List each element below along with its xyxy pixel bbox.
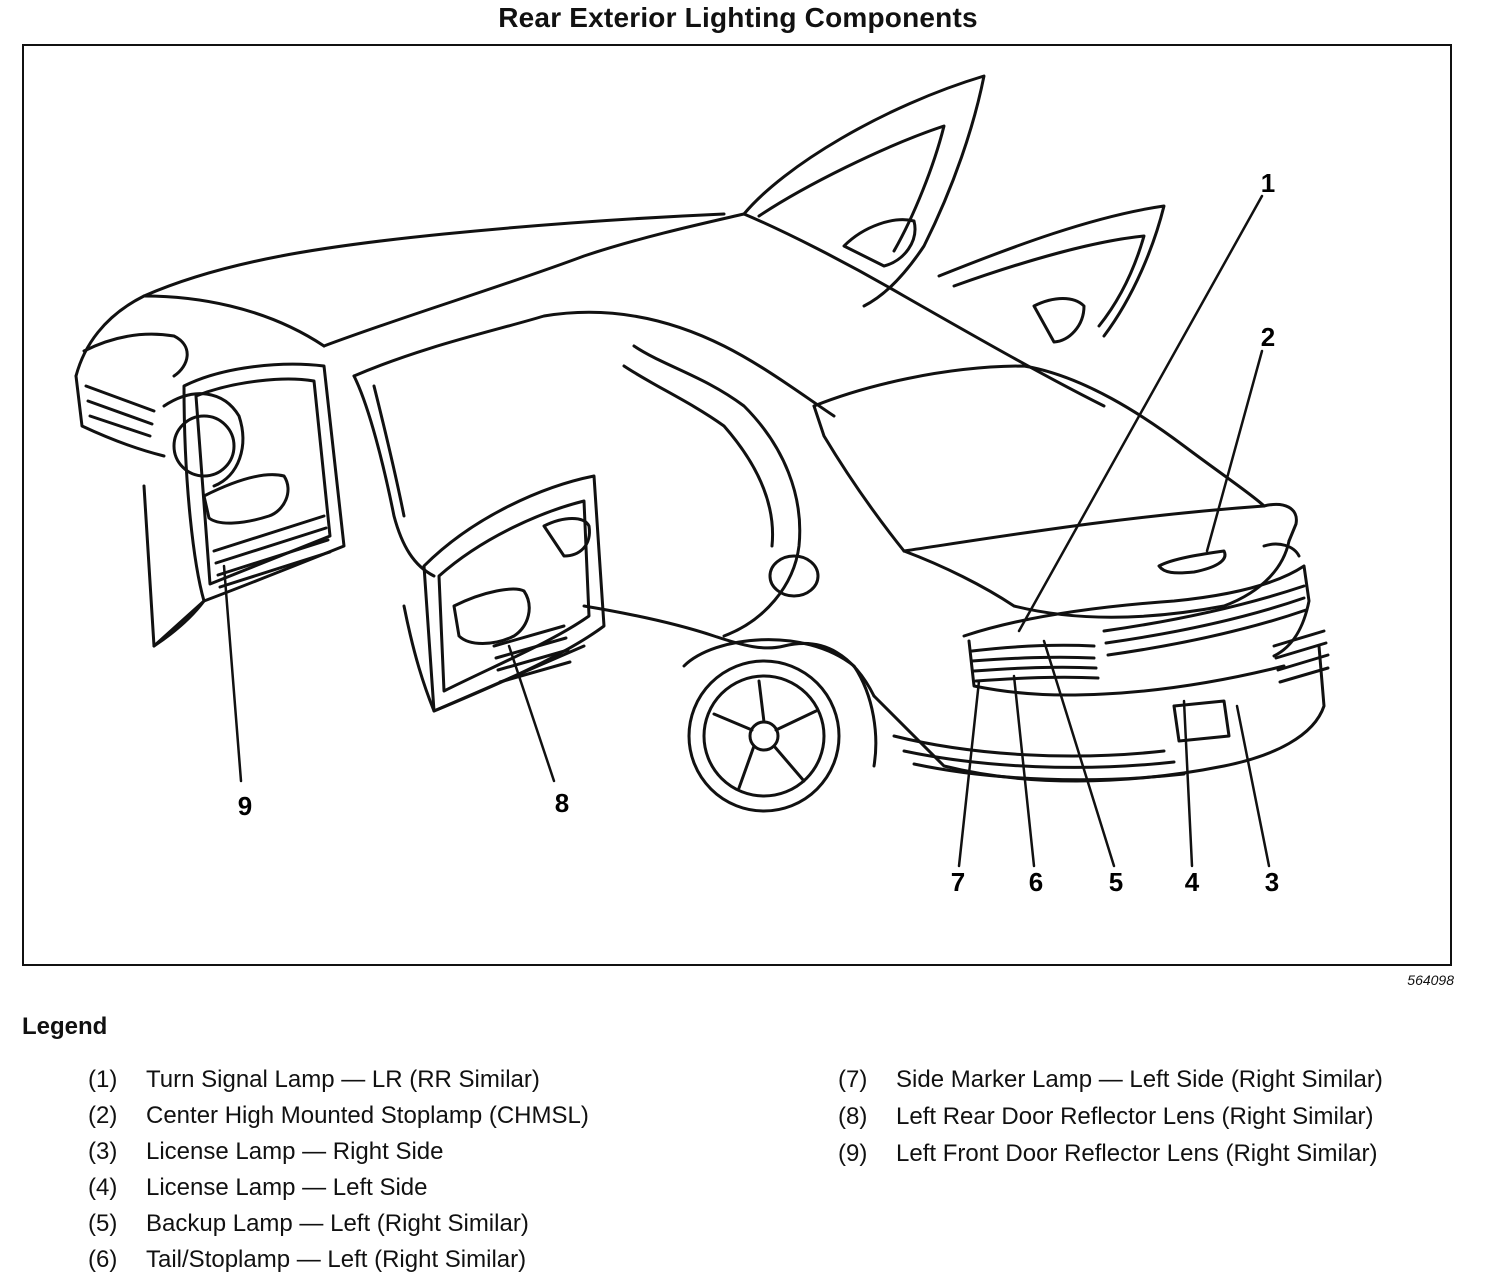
legend-item-5: (5) Backup Lamp — Left (Right Similar) [88, 1208, 728, 1239]
legend-text: License Lamp — Left Side [146, 1174, 428, 1201]
legend-text: Side Marker Lamp — Left Side (Right Simi… [896, 1066, 1383, 1093]
legend-column-right: (7) Side Marker Lamp — Left Side (Right … [838, 1064, 1438, 1175]
legend-number: (9) [838, 1140, 868, 1167]
legend-item-4: (4) License Lamp — Left Side [88, 1172, 728, 1203]
legend-number: (5) [88, 1210, 118, 1237]
vehicle-illustration: 1 2 3 4 5 6 7 8 9 [74, 74, 1330, 897]
figure-id: 564098 [1407, 972, 1454, 988]
legend-item-2: (2) Center High Mounted Stoplamp (CHMSL) [88, 1100, 728, 1131]
legend-number: (6) [88, 1246, 118, 1273]
legend-number: (3) [88, 1138, 118, 1165]
legend-column-left: (1) Turn Signal Lamp — LR (RR Similar) (… [88, 1064, 728, 1280]
legend-number: (2) [88, 1102, 118, 1129]
callout-1: 1 [1261, 168, 1275, 198]
legend-text: Left Front Door Reflector Lens (Right Si… [896, 1140, 1378, 1167]
callout-4: 4 [1185, 867, 1200, 897]
legend-number: (7) [838, 1066, 868, 1093]
callout-5: 5 [1109, 867, 1123, 897]
legend-item-6: (6) Tail/Stoplamp — Left (Right Similar) [88, 1244, 728, 1275]
legend-item-7: (7) Side Marker Lamp — Left Side (Right … [838, 1064, 1438, 1095]
callout-6: 6 [1029, 867, 1043, 897]
legend-item-9: (9) Left Front Door Reflector Lens (Righ… [838, 1138, 1438, 1169]
legend-text: License Lamp — Right Side [146, 1138, 444, 1165]
legend-item-3: (3) License Lamp — Right Side [88, 1136, 728, 1167]
callout-7: 7 [951, 867, 965, 897]
legend-text: Left Rear Door Reflector Lens (Right Sim… [896, 1103, 1374, 1130]
callout-2: 2 [1261, 322, 1275, 352]
legend-item-1: (1) Turn Signal Lamp — LR (RR Similar) [88, 1064, 728, 1095]
diagram-frame: 1 2 3 4 5 6 7 8 9 [22, 44, 1452, 966]
callout-9: 9 [238, 791, 252, 821]
legend-text: Turn Signal Lamp — LR (RR Similar) [146, 1066, 540, 1093]
legend-number: (1) [88, 1066, 118, 1093]
callout-3: 3 [1265, 867, 1279, 897]
callout-8: 8 [555, 788, 569, 818]
legend-number: (8) [838, 1103, 868, 1130]
legend-number: (4) [88, 1174, 118, 1201]
legend-text: Center High Mounted Stoplamp (CHMSL) [146, 1102, 589, 1129]
legend-text: Backup Lamp — Left (Right Similar) [146, 1210, 529, 1237]
diagram-title: Rear Exterior Lighting Components [498, 2, 978, 33]
legend-item-8: (8) Left Rear Door Reflector Lens (Right… [838, 1101, 1438, 1132]
legend-heading: Legend [22, 1013, 108, 1040]
legend-text: Tail/Stoplamp — Left (Right Similar) [146, 1246, 527, 1273]
